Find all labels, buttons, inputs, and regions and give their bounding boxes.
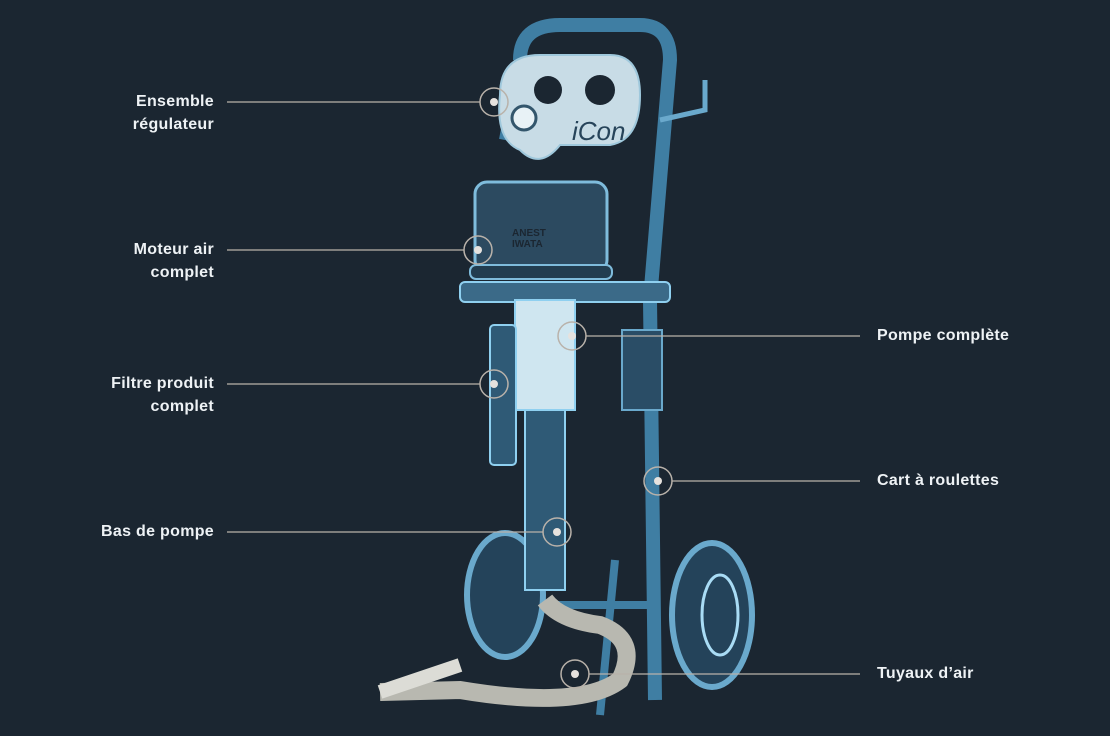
label-tuyaux[interactable]: Tuyaux d’air: [877, 662, 974, 685]
svg-text:IWATA: IWATA: [512, 239, 543, 250]
label-line: Pompe complète: [877, 327, 1010, 344]
hotspot-ring[interactable]: [542, 517, 572, 547]
label-bas-pompe[interactable]: Bas de pompe: [14, 520, 214, 543]
label-line: Ensemble: [136, 93, 214, 110]
pump-drawing: iCon ANEST IWATA: [377, 18, 755, 716]
hotspot-dot[interactable]: [490, 98, 498, 106]
brand-logo: ANEST: [512, 228, 546, 239]
hotspot-dot[interactable]: [568, 332, 576, 340]
hotspot-regulateur[interactable]: [227, 87, 509, 117]
hotspot-ring[interactable]: [643, 466, 673, 496]
label-cart[interactable]: Cart à roulettes: [877, 469, 999, 492]
hotspot-bas-pompe[interactable]: [227, 517, 572, 547]
label-line: complet: [150, 264, 214, 281]
label-moteur[interactable]: Moteur air complet: [14, 238, 214, 284]
hotspot-tuyaux[interactable]: [560, 659, 860, 689]
hotspot-layer: [227, 87, 860, 689]
hotspot-pompe[interactable]: [557, 321, 860, 351]
hotspot-ring[interactable]: [463, 235, 493, 265]
hotspot-ring[interactable]: [479, 87, 509, 117]
label-line: Moteur air: [133, 241, 214, 258]
product-logo: iCon: [572, 116, 625, 146]
hotspot-ring[interactable]: [479, 369, 509, 399]
label-line: complet: [150, 398, 214, 415]
label-regulateur[interactable]: Ensemble régulateur: [14, 90, 214, 136]
label-line: régulateur: [132, 116, 214, 133]
label-line: Filtre produit: [111, 375, 214, 392]
hotspot-dot[interactable]: [571, 670, 579, 678]
label-pompe[interactable]: Pompe complète: [877, 324, 1009, 347]
hotspot-cart[interactable]: [643, 466, 860, 496]
hotspot-ring[interactable]: [557, 321, 587, 351]
hotspot-dot[interactable]: [553, 528, 561, 536]
label-line: Tuyaux d’air: [877, 665, 974, 682]
hotspot-dot[interactable]: [654, 477, 662, 485]
label-filtre[interactable]: Filtre produit complet: [14, 372, 214, 418]
label-line: Bas de pompe: [101, 523, 214, 540]
label-line: Cart à roulettes: [877, 472, 1000, 489]
hotspot-ring[interactable]: [560, 659, 590, 689]
hotspot-dot[interactable]: [490, 380, 498, 388]
hotspot-filtre[interactable]: [227, 369, 509, 399]
hotspot-dot[interactable]: [474, 246, 482, 254]
hotspot-moteur[interactable]: [227, 235, 493, 265]
